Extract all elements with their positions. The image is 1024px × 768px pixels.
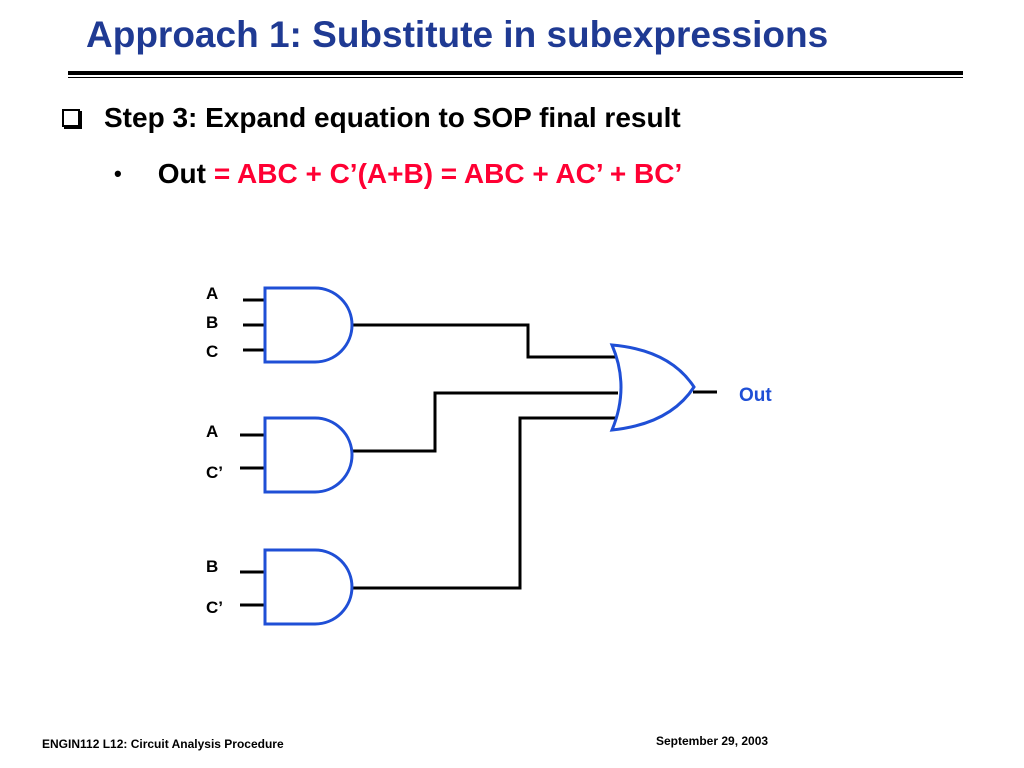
- slide-title: Approach 1: Substitute in subexpressions: [86, 14, 829, 55]
- gate3-output-wire: [352, 416, 618, 590]
- bullet-step3-text: Step 3: Expand equation to SOP final res…: [104, 102, 681, 133]
- equation-text: = ABC + C’(A+B) = ABC + AC’ + BC’: [213, 158, 683, 189]
- and-gate-3: [263, 548, 354, 626]
- footer-course-title: ENGIN112 L12: Circuit Analysis Procedure: [42, 737, 284, 751]
- title-divider: [68, 71, 963, 75]
- bullet-equation: • Out = ABC + C’(A+B) = ABC + AC’ + BC’: [114, 158, 682, 190]
- dot-bullet-icon: •: [114, 161, 122, 186]
- footer-date: September 29, 2003: [656, 734, 769, 748]
- gate3-label-c-not: C’: [206, 598, 223, 617]
- gate1-label-b: B: [206, 313, 218, 332]
- equation-out-label: Out: [157, 158, 206, 189]
- bullet-step3: Step 3: Expand equation to SOP final res…: [62, 102, 681, 134]
- gate1-output-wire: [352, 323, 618, 359]
- gate2-label-a: A: [206, 422, 218, 441]
- or-gate: [609, 343, 696, 432]
- gate2-label-c-not: C’: [206, 463, 223, 482]
- and-gate-2: [263, 416, 354, 494]
- and-gate-1: [263, 286, 354, 364]
- gate1-label-a: A: [206, 284, 218, 303]
- checkbox-bullet-icon: [62, 109, 80, 127]
- output-label: Out: [739, 385, 772, 406]
- title-divider-thin: [68, 77, 963, 78]
- gate2-output-wire: [352, 391, 618, 453]
- gate1-label-c: C: [206, 342, 218, 361]
- gate3-label-b: B: [206, 557, 218, 576]
